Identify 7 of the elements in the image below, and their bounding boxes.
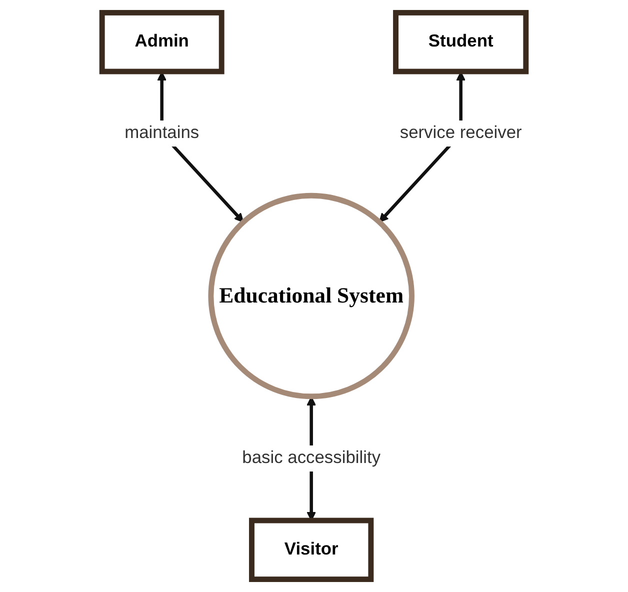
node-box: Visitor: [249, 518, 374, 582]
node-box: Student: [393, 10, 529, 74]
edge-label: basic accessibility: [242, 448, 381, 468]
node-circle: Educational System: [208, 192, 414, 400]
node-box: Admin: [99, 10, 224, 74]
edge-label: service receiver: [400, 124, 522, 142]
edge-label: maintains: [124, 124, 200, 142]
